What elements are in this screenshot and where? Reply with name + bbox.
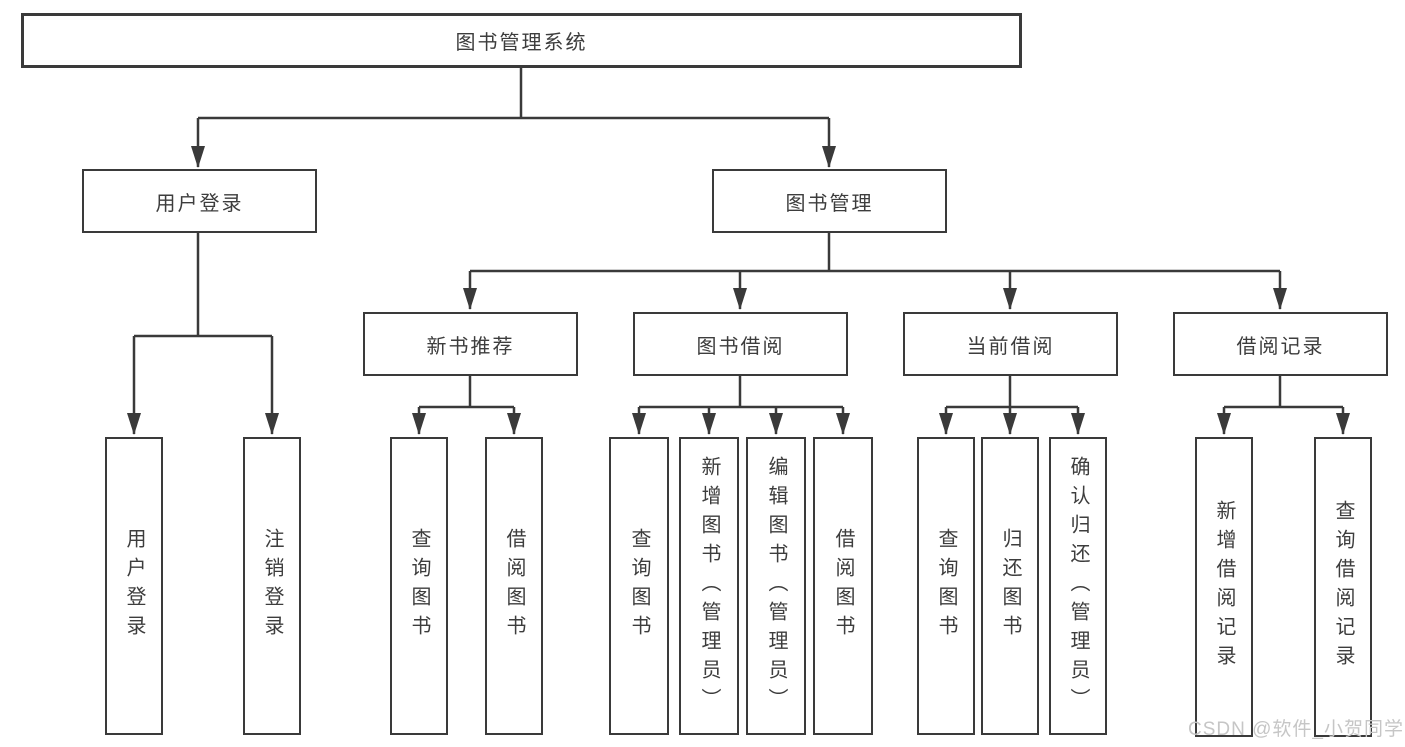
leaf-newbooks-borrow-label: 借阅图书 [503, 528, 525, 644]
leaf-newbooks-borrow: 借阅图书 [485, 437, 543, 735]
node-book-borrow: 图书借阅 [633, 312, 848, 376]
leaf-borrow-borrow: 借阅图书 [813, 437, 873, 735]
node-current-borrow-label: 当前借阅 [966, 335, 1055, 358]
leaf-records-add-label: 新增借阅记录 [1213, 500, 1235, 674]
leaf-logout-label: 注销登录 [261, 528, 283, 644]
node-book-borrow-label: 图书借阅 [696, 335, 785, 358]
leaf-borrow-query-label: 查询图书 [628, 528, 650, 644]
leaf-current-return: 归还图书 [981, 437, 1039, 735]
leaf-borrow-add-label: 新增图书（管理员） [698, 455, 720, 717]
leaf-borrow-borrow-label: 借阅图书 [832, 528, 854, 644]
leaf-records-add: 新增借阅记录 [1195, 437, 1253, 737]
leaf-user-login-label: 用户登录 [123, 528, 145, 644]
leaf-current-confirm: 确认归还（管理员） [1049, 437, 1107, 735]
leaf-borrow-edit-label: 编辑图书（管理员） [765, 455, 787, 717]
node-user-login: 用户登录 [82, 169, 317, 233]
leaf-current-query: 查询图书 [917, 437, 975, 735]
leaf-user-login: 用户登录 [105, 437, 163, 735]
node-root: 图书管理系统 [21, 13, 1022, 68]
node-new-books-label: 新书推荐 [426, 335, 515, 358]
node-borrow-records-label: 借阅记录 [1236, 335, 1325, 358]
leaf-records-query: 查询借阅记录 [1314, 437, 1372, 737]
leaf-borrow-add: 新增图书（管理员） [679, 437, 739, 735]
node-current-borrow: 当前借阅 [903, 312, 1118, 376]
leaf-logout: 注销登录 [243, 437, 301, 735]
leaf-current-query-label: 查询图书 [935, 528, 957, 644]
leaf-newbooks-query-label: 查询图书 [408, 528, 430, 644]
leaf-borrow-query: 查询图书 [609, 437, 669, 735]
node-book-mgmt-label: 图书管理 [785, 192, 874, 215]
node-root-label: 图书管理系统 [455, 32, 588, 54]
node-new-books: 新书推荐 [363, 312, 578, 376]
node-book-mgmt: 图书管理 [712, 169, 947, 233]
leaf-newbooks-query: 查询图书 [390, 437, 448, 735]
leaf-borrow-edit: 编辑图书（管理员） [746, 437, 806, 735]
leaf-current-confirm-label: 确认归还（管理员） [1067, 455, 1089, 717]
node-borrow-records: 借阅记录 [1173, 312, 1388, 376]
leaf-records-query-label: 查询借阅记录 [1332, 500, 1354, 674]
leaf-current-return-label: 归还图书 [999, 528, 1021, 644]
node-user-login-label: 用户登录 [155, 192, 244, 215]
csdn-watermark: CSDN @软件_小贺同学 [1188, 719, 1404, 740]
